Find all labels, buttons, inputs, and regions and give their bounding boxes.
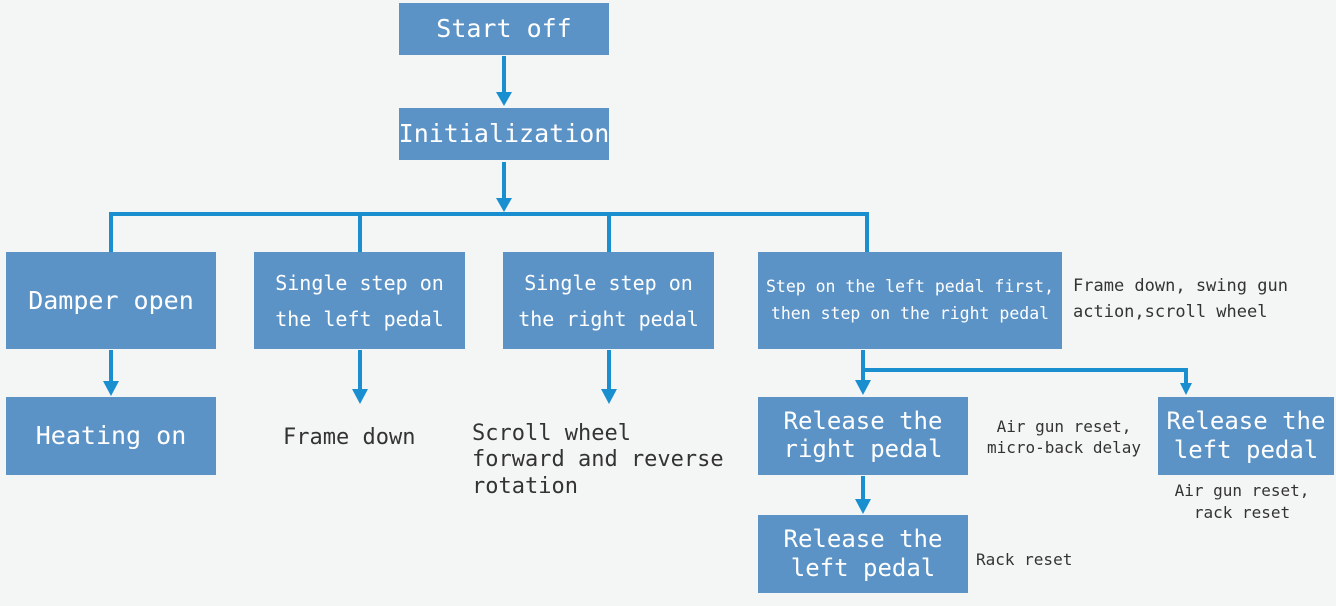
- arrowhead-framedown: [352, 389, 368, 404]
- node-release-right-pedal-label: Release the right pedal: [783, 407, 943, 463]
- note-rack-reset: Rack reset: [976, 550, 1073, 569]
- node-damper-open: Damper open: [6, 252, 216, 349]
- node-step-left-then-right-label: Step on the left pedal first, then step …: [765, 277, 1055, 323]
- connector-bus: [109, 212, 869, 252]
- note-air-gun-rack: Air gun reset, rack reset: [1174, 481, 1310, 522]
- node-release-left-pedal-side-label: Release the left pedal: [1166, 407, 1326, 464]
- node-step-left-then-right: Step on the left pedal first, then step …: [758, 252, 1062, 349]
- node-release-left-pedal: Release the left pedal: [758, 515, 968, 593]
- node-start-off-label: Start off: [436, 14, 572, 44]
- arrowhead-scroll: [601, 389, 617, 404]
- node-single-step-left-label: Single step on the left pedal: [275, 270, 444, 331]
- node-single-step-right: Single step on the right pedal: [503, 252, 714, 349]
- node-initialization-label: Initialization: [398, 119, 610, 149]
- note-scroll-wheel: Scroll wheel forward and reverse rotatio…: [472, 421, 724, 499]
- node-single-step-right-label: Single step on the right pedal: [518, 270, 699, 331]
- arrowhead-init: [496, 92, 512, 106]
- note-both-action: Frame down, swing gun action,scroll whee…: [1073, 276, 1288, 322]
- node-release-right-pedal: Release the right pedal: [758, 397, 968, 475]
- arrowhead-release-left-side: [1180, 383, 1192, 395]
- note-frame-down: Frame down: [283, 425, 416, 450]
- note-air-gun-micro: Air gun reset, micro-back delay: [986, 417, 1142, 457]
- node-start-off: Start off: [399, 3, 609, 55]
- node-release-left-pedal-side: Release the left pedal: [1158, 397, 1334, 475]
- node-initialization: Initialization: [399, 108, 609, 160]
- arrowhead-release-left: [855, 499, 871, 514]
- node-release-left-pedal-label: Release the left pedal: [783, 525, 943, 582]
- node-heating-on-label: Heating on: [35, 421, 187, 451]
- node-single-step-left: Single step on the left pedal: [254, 252, 465, 349]
- node-heating-on: Heating on: [6, 397, 216, 475]
- arrowhead-heating: [103, 381, 119, 396]
- arrowhead-bus: [496, 198, 512, 212]
- arrowhead-release-right: [855, 380, 871, 395]
- node-damper-open-label: Damper open: [28, 285, 194, 315]
- connector-both-release-left-side: [863, 368, 1188, 384]
